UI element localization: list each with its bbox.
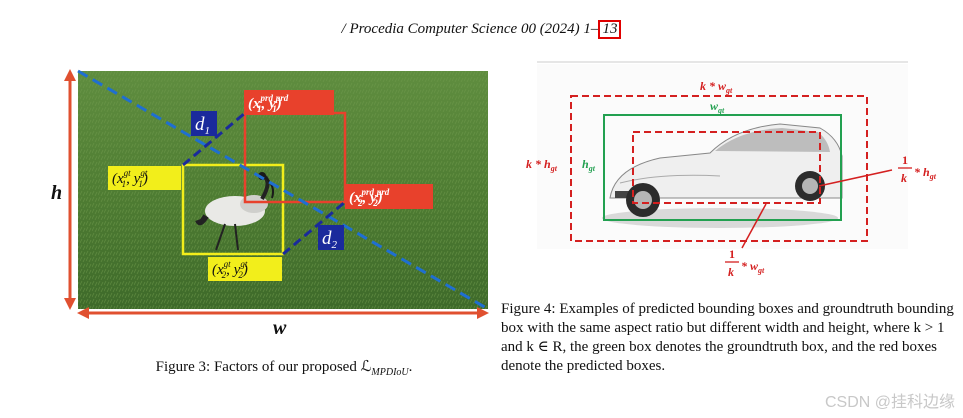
figure-3-caption: Figure 3: Factors of our proposed ℒMPDIo…: [78, 357, 490, 378]
frac-num-right: 1: [902, 153, 908, 167]
figure-4: k * wgt wgt k * hgt hgt 1 k * hgt 1 k * …: [520, 58, 960, 290]
label-inv-k-hgt: * hgt: [914, 165, 937, 181]
label-inv-k-wgt: * wgt: [741, 259, 765, 275]
frac-num-bottom: 1: [729, 247, 735, 261]
page-count-link[interactable]: 13: [598, 20, 621, 39]
caption-subscript: MPDIoU: [371, 367, 408, 378]
frac-den-bottom: k: [728, 265, 734, 279]
label-h: h: [51, 182, 62, 204]
height-arrow: [64, 69, 76, 310]
header-text: / Procedia Computer Science 00 (2024) 1–: [342, 21, 599, 37]
figure-4-caption: Figure 4: Examples of predicted bounding…: [501, 300, 961, 376]
watermark: CSDN @挂科边缘: [825, 388, 955, 412]
page-header: / Procedia Computer Science 00 (2024) 1–…: [0, 20, 963, 39]
label-w: w: [273, 317, 287, 339]
frac-den-right: k: [901, 171, 907, 185]
